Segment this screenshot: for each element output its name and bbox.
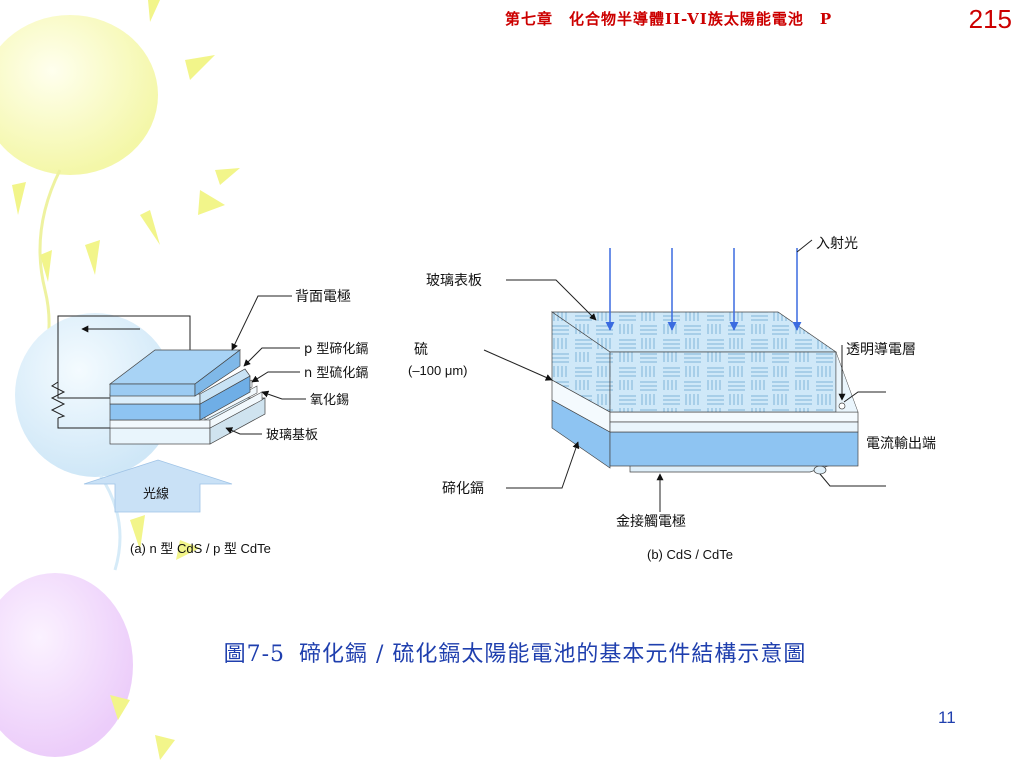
purple-balloon-icon — [0, 573, 133, 757]
figure-title: 碲化鎘 / 硫化鎘太陽能電池的基本元件結構示意圖 — [299, 642, 807, 667]
resistor-icon — [50, 381, 66, 419]
chapter-header: 第七章 化合物半導體II-VI族太陽能電池 P — [505, 10, 833, 28]
p-cdte-side — [199, 368, 251, 405]
slide-number: 11 — [938, 708, 956, 727]
cdte-layer-side — [609, 431, 859, 467]
label-tco: 透明導電層 — [846, 342, 916, 358]
label-gold-contact: 金接觸電極 — [616, 513, 686, 530]
n-cds-layer — [109, 403, 201, 421]
label-back-electrode: 背面電極 — [295, 289, 351, 305]
label-thickness: (–100 μm) — [408, 363, 468, 378]
subcaption-b: (b) CdS / CdTe — [647, 547, 733, 562]
label-glass-substrate: 玻璃基板 — [266, 428, 318, 443]
glass-substrate-front — [109, 427, 211, 445]
label-glass-cover: 玻璃表板 — [426, 272, 482, 289]
glass-cover-side — [609, 351, 837, 413]
label-sulfur: 硫 — [414, 342, 428, 358]
figure-number: 圖7-5 — [223, 642, 286, 667]
back-electrode-side — [194, 349, 241, 397]
diagram-a: 背面電極 p 型碲化鎘 n 型硫化鎘 氧化錫 玻璃基板 光線 (a) n 型 C… — [50, 289, 368, 556]
label-cdte: 碲化鎘 — [442, 480, 484, 497]
label-light: 光線 — [143, 486, 169, 502]
label-p-cdte: p 型碲化鎘 — [304, 341, 368, 357]
tco-layer — [609, 411, 859, 423]
incident-light-arrows — [605, 248, 802, 331]
back-electrode-front — [109, 383, 196, 397]
page-number: 215 — [968, 4, 1012, 34]
cds-layer — [609, 421, 859, 433]
light-arrow-icon — [83, 459, 233, 513]
label-incident-light: 入射光 — [816, 236, 858, 252]
label-n-cds: n 型硫化鎘 — [304, 366, 368, 381]
diagram-b: 入射光 玻璃表板 硫 (–100 μm) 透明導電層 電流輸出端 碲化鎘 金接觸… — [408, 236, 936, 562]
subcaption-a: (a) n 型 CdS / p 型 CdTe — [130, 541, 271, 556]
label-current-output: 電流輸出端 — [866, 436, 936, 452]
sun-rays-icon — [12, 0, 240, 760]
label-tin-oxide: 氧化錫 — [310, 393, 349, 408]
figure-caption: 圖7-5 碲化鎘 / 硫化鎘太陽能電池的基本元件結構示意圖 — [0, 636, 1024, 668]
